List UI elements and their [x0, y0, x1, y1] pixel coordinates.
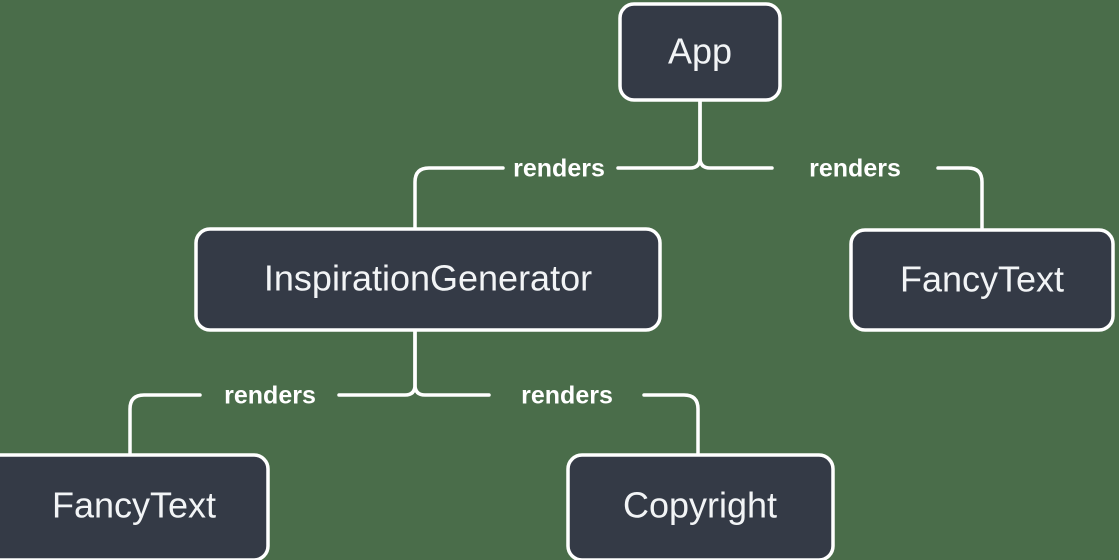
edge-inspiration-to-copyright-stem — [413, 328, 491, 397]
edge-inspiration-to-copyright-branch — [642, 393, 700, 458]
node-fancytext-right-box[interactable] — [849, 228, 1115, 332]
node-copyright[interactable]: Copyright — [566, 453, 835, 560]
node-app[interactable]: App — [618, 2, 782, 102]
edge-label-app-to-inspiration: renders — [513, 155, 605, 183]
node-fancytext-right[interactable]: FancyText — [849, 228, 1115, 332]
node-app-box[interactable] — [618, 2, 782, 102]
edge-label-app-to-fancytext: renders — [809, 155, 901, 183]
node-fancytext-right-label: FancyText — [900, 259, 1064, 300]
edge-app-to-inspiration-branch — [413, 166, 505, 231]
edge-app-to-fancytext — [698, 98, 984, 232]
edge-inspiration-to-fancytext-branch — [128, 393, 202, 458]
edge-label-inspiration-to-copyright: renders — [521, 382, 613, 410]
node-app-label: App — [668, 31, 732, 72]
node-fancytext-bottom[interactable]: FancyText — [0, 453, 270, 560]
node-copyright-box[interactable] — [566, 453, 835, 560]
node-inspiration-generator-box[interactable] — [194, 227, 662, 332]
edge-app-to-fancytext-branch — [936, 166, 984, 232]
node-copyright-label: Copyright — [623, 485, 777, 526]
node-fancytext-bottom-label: FancyText — [52, 485, 216, 526]
node-inspiration-generator-label: InspirationGenerator — [264, 258, 592, 299]
edge-app-to-fancytext-stem — [698, 98, 774, 170]
node-fancytext-bottom-box[interactable] — [0, 453, 270, 560]
node-inspiration-generator[interactable]: InspirationGenerator — [194, 227, 662, 332]
edge-inspiration-to-copyright — [413, 328, 700, 458]
edge-label-inspiration-to-fancytext: renders — [224, 382, 316, 410]
